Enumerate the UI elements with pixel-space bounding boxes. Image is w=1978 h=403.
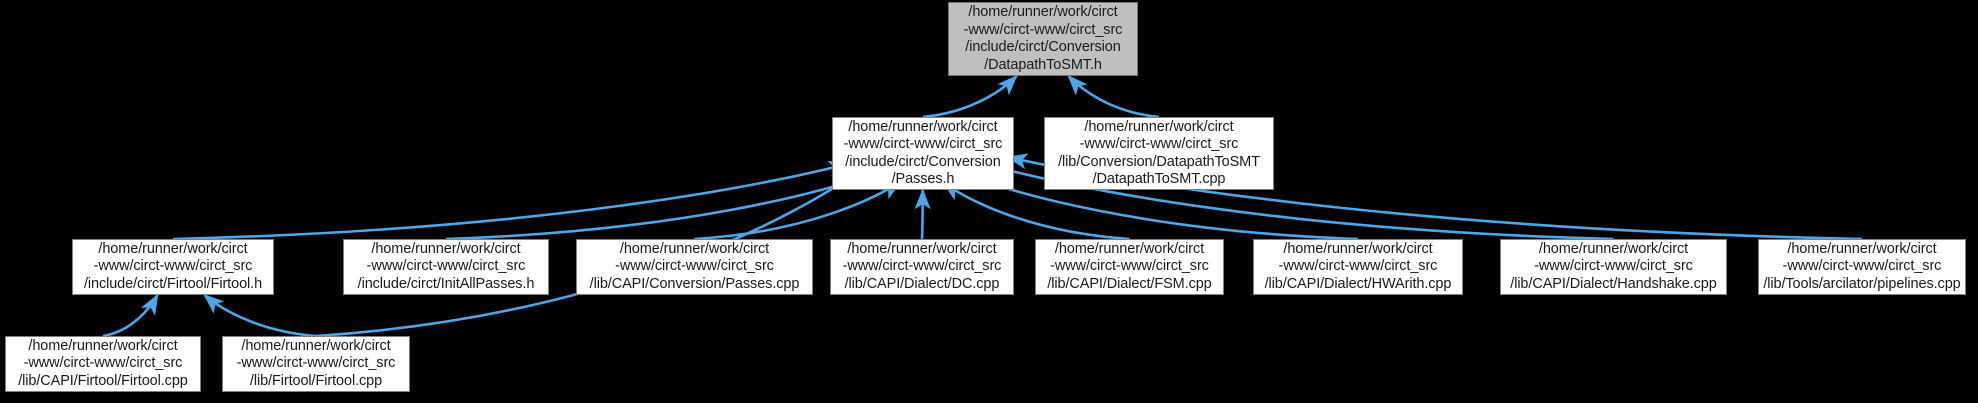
node-label-line: /lib/Conversion/DatapathToSMT — [1058, 153, 1260, 170]
graph-edge-capi_dialect_dc_cpp-to-conversion_passes_h — [914, 188, 931, 240]
node-label-line: /home/runner/work/circt — [1787, 240, 1937, 257]
graph-edge-initallpasses_h-to-conversion_passes_h — [445, 172, 877, 241]
node-label-line: -www/circt-www/circt_src — [23, 355, 183, 372]
graph-edge-conversion_passes_h-to-datapathtosmt_h — [922, 74, 1018, 119]
node-label-line: /home/runner/work/circt — [619, 240, 770, 257]
node-label-line: -www/circt-www/circt_src — [1534, 258, 1693, 275]
node-label-line: -www/circt-www/circt_src — [615, 258, 774, 275]
graph-edge-capi_conversion_passes_cpp-to-conversion_passes_h — [694, 180, 902, 241]
node-label-line: /home/runner/work/circt — [28, 337, 178, 354]
node-label-line: /home/runner/work/circt — [848, 118, 998, 135]
node-label-line: /home/runner/work/circt — [371, 240, 521, 257]
graph-edge-firtool_h-to-conversion_passes_h — [172, 160, 850, 241]
graph-node-lib_firtool_cpp[interactable]: /home/runner/work/circt-www/circt-www/ci… — [222, 336, 410, 392]
node-label-line: /include/circt/InitAllPasses.h — [357, 275, 535, 292]
node-label-line: /Passes.h — [891, 171, 955, 187]
node-label-line: /DatapathToSMT.cpp — [1092, 171, 1226, 187]
graph-node-capi_dialect_fsm_cpp[interactable]: /home/runner/work/circt-www/circt-www/ci… — [1035, 239, 1224, 295]
node-label-line: /lib/CAPI/Dialect/HWArith.cpp — [1264, 275, 1452, 292]
node-label-line: /home/runner/work/circt — [241, 337, 391, 354]
node-label-line: -www/circt-www/circt_src — [236, 355, 396, 372]
graph-node-capi_dialect_dc_cpp[interactable]: /home/runner/work/circt-www/circt-www/ci… — [830, 239, 1014, 295]
node-label-line: -www/circt-www/circt_src — [366, 258, 526, 275]
graph-node-firtool_h[interactable]: /home/runner/work/circt-www/circt-www/ci… — [72, 239, 274, 295]
node-label-line: -www/circt-www/circt_src — [1079, 136, 1239, 152]
node-label-line: /home/runner/work/circt — [968, 4, 1118, 20]
node-label-line: /include/circt/Firtool/Firtool.h — [83, 275, 263, 292]
node-label-line: /lib/Firtool/Firtool.cpp — [249, 372, 383, 389]
graph-node-datapathtosmt_h[interactable]: /home/runner/work/circt-www/circt-www/ci… — [948, 2, 1138, 76]
node-label-line: /home/runner/work/circt — [1283, 240, 1433, 257]
graph-node-capi_firtool_cpp[interactable]: /home/runner/work/circt-www/circt-www/ci… — [5, 336, 201, 392]
graph-node-capi_dialect_hwarith_cpp[interactable]: /home/runner/work/circt-www/circt-www/ci… — [1253, 239, 1463, 295]
node-label-line: /lib/CAPI/Dialect/Handshake.cpp — [1510, 275, 1717, 292]
node-label-line: /lib/Tools/arcilator/pipelines.cpp — [1763, 275, 1961, 292]
node-label-line: /home/runner/work/circt — [847, 240, 997, 257]
graph-edge-lib_firtool_cpp-to-firtool_h — [203, 293, 317, 338]
node-label-line: -www/circt-www/circt_src — [842, 258, 1002, 275]
graph-node-conversion_passes_h[interactable]: /home/runner/work/circt-www/circt-www/ci… — [832, 117, 1014, 190]
node-label-line: /home/runner/work/circt — [1084, 118, 1234, 135]
node-label-line: /include/circt/Conversion — [845, 153, 1001, 170]
graph-edge-capi_dialect_fsm_cpp-to-conversion_passes_h — [942, 181, 1130, 241]
node-label-line: /home/runner/work/circt — [1054, 240, 1205, 257]
node-label-line: -www/circt-www/circt_src — [1278, 258, 1438, 275]
node-label-line: /home/runner/work/circt — [1538, 240, 1689, 257]
node-label-line: /lib/CAPI/Conversion/Passes.cpp — [589, 275, 800, 292]
node-label-line: /lib/CAPI/Firtool/Firtool.cpp — [18, 372, 188, 389]
graph-node-initallpasses_h[interactable]: /home/runner/work/circt-www/circt-www/ci… — [343, 239, 549, 295]
graph-node-datapathtosmt_cpp[interactable]: /home/runner/work/circt-www/circt-www/ci… — [1044, 117, 1274, 190]
node-label-line: /DatapathToSMT.h — [984, 56, 1102, 73]
node-label-line: /home/runner/work/circt — [98, 240, 248, 257]
node-label-line: -www/circt-www/circt_src — [1782, 258, 1942, 275]
node-label-line: /lib/CAPI/Dialect/DC.cpp — [844, 275, 1000, 292]
graph-edge-capi_firtool_cpp-to-firtool_h — [102, 293, 159, 338]
graph-node-tools_arcilator_pipelines_cpp[interactable]: /home/runner/work/circt-www/circt-www/ci… — [1758, 239, 1966, 295]
node-label-line: -www/circt-www/circt_src — [93, 258, 253, 275]
graph-edge-datapathtosmt_cpp-to-datapathtosmt_h — [1067, 74, 1160, 119]
node-label-line: -www/circt-www/circt_src — [843, 136, 1003, 152]
node-label-line: -www/circt-www/circt_src — [963, 21, 1123, 38]
node-label-line: /include/circt/Conversion — [965, 39, 1121, 55]
graph-node-capi_conversion_passes_cpp[interactable]: /home/runner/work/circt-www/circt-www/ci… — [576, 239, 813, 295]
node-label-line: -www/circt-www/circt_src — [1050, 258, 1209, 275]
graph-node-capi_dialect_handshake_cpp[interactable]: /home/runner/work/circt-www/circt-www/ci… — [1500, 239, 1727, 295]
node-label-line: /lib/CAPI/Dialect/FSM.cpp — [1047, 275, 1212, 292]
